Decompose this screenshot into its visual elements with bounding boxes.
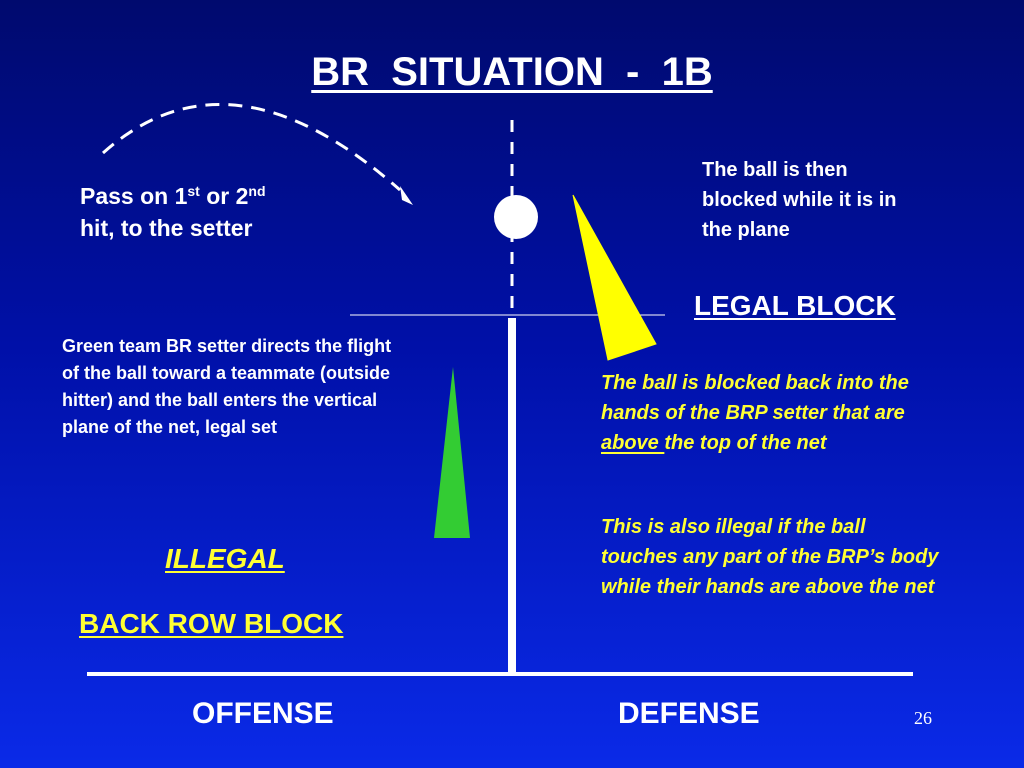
defense-label: DEFENSE (618, 697, 760, 730)
pass-description: Pass on 1st or 2nd hit, to the setter (80, 183, 266, 241)
offense-label: OFFENSE (192, 697, 334, 730)
slide-title: BR SITUATION - 1B (311, 50, 713, 94)
back-row-block-label: BACK ROW BLOCK (79, 608, 344, 639)
yellow-blocker-hand (572, 194, 657, 361)
blocked-back-text: The ball is blocked back into the hands … (601, 372, 909, 454)
pass-trajectory-arc (102, 103, 401, 192)
also-illegal-text: This is also illegal if the ball touches… (601, 516, 939, 598)
above-underlined: above (601, 432, 665, 454)
floor-line (87, 672, 913, 676)
net-post (508, 318, 516, 674)
illegal-label: ILLEGAL (165, 543, 285, 574)
legal-block-label: LEGAL BLOCK (694, 290, 896, 321)
pass-arrowhead (400, 186, 413, 205)
blocked-in-plane-text: The ball is then blocked while it is in … (702, 159, 897, 241)
green-team-description: Green team BR setter directs the flight … (62, 336, 392, 437)
ball (494, 195, 538, 239)
green-setter-hand (434, 367, 470, 538)
page-number: 26 (914, 708, 932, 728)
